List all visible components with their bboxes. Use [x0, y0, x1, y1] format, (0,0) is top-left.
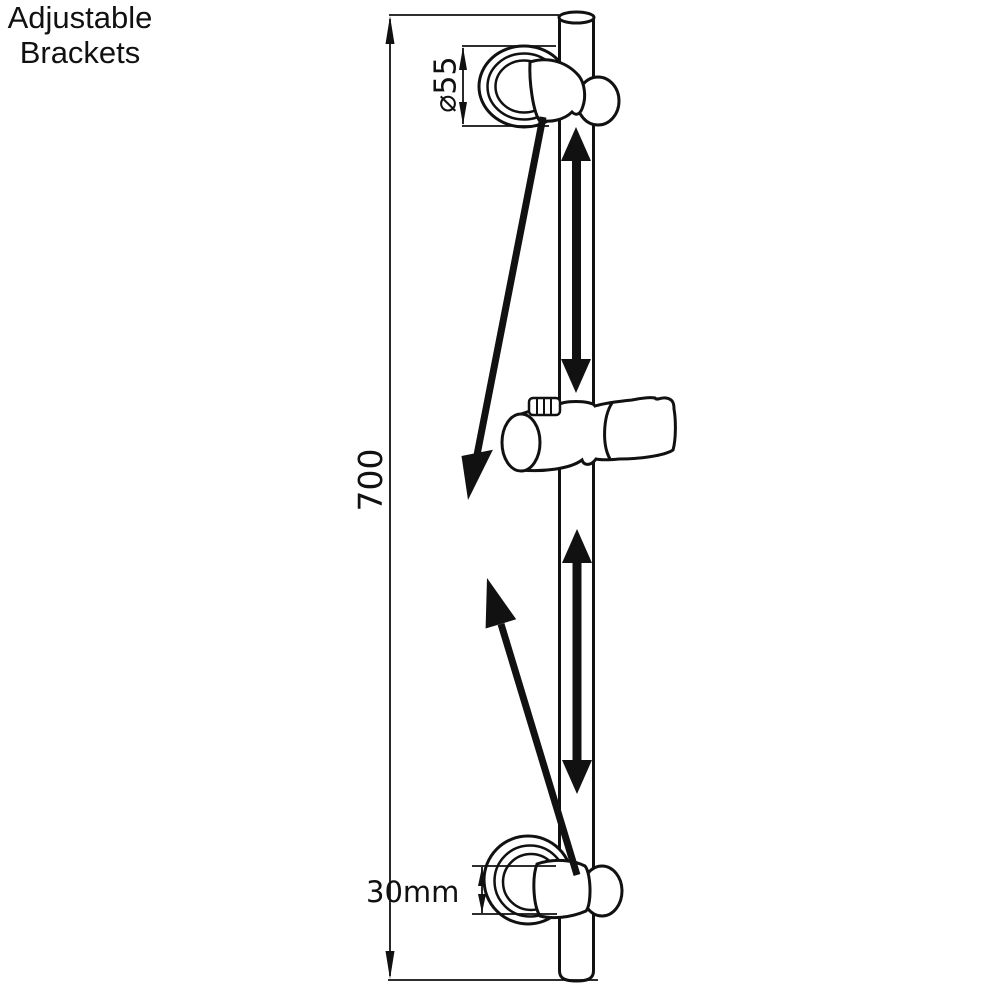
- rail-length-dimension-label: 700: [351, 448, 390, 512]
- up-down-arrow-upper-icon: [561, 127, 591, 393]
- slider-bracket: [500, 396, 677, 473]
- rail-top-cap: [557, 10, 596, 25]
- slider-lock-nut: [527, 396, 562, 417]
- dimension-rail-length: [385, 14, 598, 981]
- flange-diameter-dimension-label: ⌀55: [428, 56, 464, 113]
- up-down-arrow-lower-icon: [562, 529, 592, 794]
- dimension-flange-diameter: [459, 45, 556, 127]
- adjustable-brackets-label-line2: Brackets: [19, 35, 141, 70]
- slider-end-cap: [500, 412, 542, 473]
- leader-arrow-top-icon: [461, 116, 547, 500]
- rail-body: [558, 15, 595, 983]
- bottom-wall-bracket: [482, 834, 624, 926]
- leader-arrow-bottom-icon: [485, 578, 581, 877]
- adjustable-brackets-label: Adjustable Brackets: [0, 0, 160, 70]
- slider-rail: [557, 10, 596, 983]
- bottom-bracket-dimension-label: 30mm: [366, 875, 460, 909]
- top-bracket-arm: [528, 58, 587, 123]
- dimension-bottom-bracket: [472, 865, 557, 915]
- slider-clamp-crease: [603, 402, 614, 460]
- adjustable-brackets-label-line1: Adjustable: [7, 0, 153, 35]
- slider-body: [519, 396, 677, 473]
- top-wall-bracket: [477, 44, 621, 129]
- bottom-bracket-arm: [532, 858, 592, 920]
